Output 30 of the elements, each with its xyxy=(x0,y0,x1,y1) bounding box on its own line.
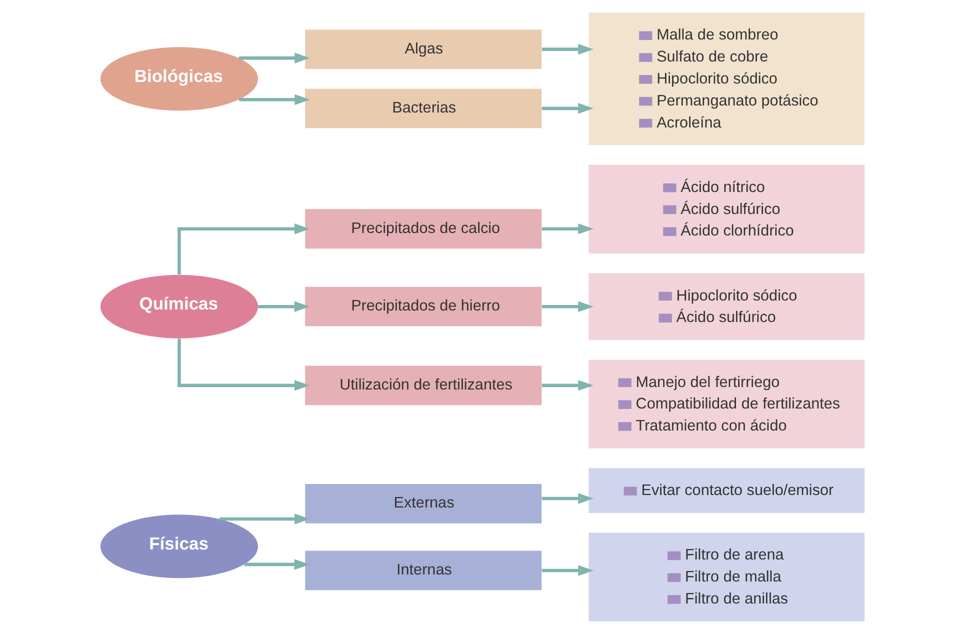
node-ellipse: Físicas xyxy=(100,514,258,578)
node-ellipse: Químicas xyxy=(100,274,258,338)
node-box: Malla de sombreo Sulfato de cobre Hipoclorito sódico Permanganato potásico Acroleína xyxy=(588,12,864,146)
arrow xyxy=(541,565,594,576)
node-box: Utilización de fertilizantes xyxy=(304,366,542,406)
arrow xyxy=(238,94,310,106)
node-box: Precipitados de calcio xyxy=(304,209,542,249)
node-box: Hipoclorito sódico Ácido sulfúrico xyxy=(588,273,864,340)
node-box: Ácido nítrico Ácido sulfúrico Ácido clorhídrico xyxy=(588,164,864,254)
node-box: Algas xyxy=(304,30,542,69)
arrow xyxy=(541,301,594,312)
node-box: Evitar contacto suelo/emisor xyxy=(588,468,864,513)
node-box: Externas xyxy=(304,484,542,524)
arrow xyxy=(541,44,594,55)
node-box: Bacterias xyxy=(304,88,542,128)
arrow xyxy=(238,52,310,64)
arrow xyxy=(541,493,594,504)
arrow xyxy=(177,223,310,275)
arrow xyxy=(244,559,310,570)
node-ellipse: Biológicas xyxy=(100,47,258,111)
arrow xyxy=(219,514,310,524)
arrow xyxy=(258,301,310,312)
node-box: Internas xyxy=(304,550,542,590)
arrow xyxy=(541,103,594,114)
arrow xyxy=(541,223,594,234)
arrow xyxy=(177,338,310,391)
node-box: Manejo del fertirriego Compatibilidad de fertilizantes Tratamiento con ácido xyxy=(588,360,864,448)
node-box: Precipitados de hierro xyxy=(304,286,542,326)
node-box: Filtro de arena Filtro de malla Filtro de anillas xyxy=(588,532,864,622)
arrow xyxy=(541,380,594,391)
